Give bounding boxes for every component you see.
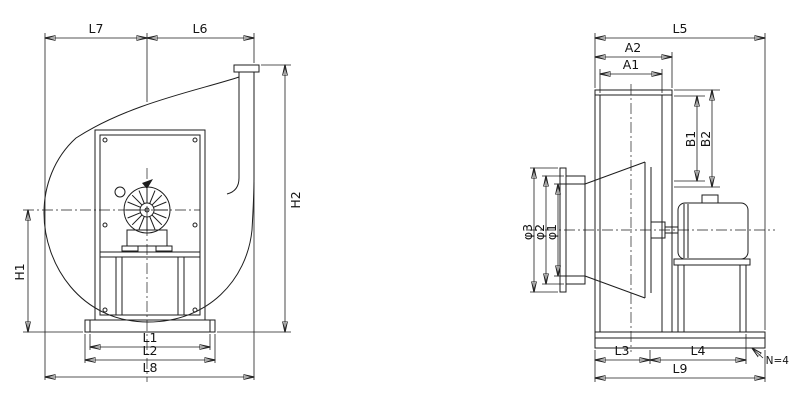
housing-side xyxy=(594,89,673,333)
grease-fitting xyxy=(114,186,126,198)
motor-frame xyxy=(94,129,206,321)
volute-casing xyxy=(43,64,260,323)
dim-label-l4: L4 xyxy=(691,343,706,358)
dim-label-b2: B2 xyxy=(698,131,713,148)
bolt-count-leader xyxy=(752,348,764,359)
terminal-box xyxy=(701,194,719,204)
dim-label-l3: L3 xyxy=(615,343,630,358)
dim-label-h1: H1 xyxy=(12,263,27,280)
dim-label-l2: L2 xyxy=(143,343,158,358)
dim-label-phi2: φ2 xyxy=(532,224,547,240)
motor-side xyxy=(673,194,751,333)
dim-label-phi3: φ3 xyxy=(520,224,535,240)
outlet-duct-left-edge xyxy=(226,72,240,195)
cone-bottom xyxy=(584,275,646,299)
dim-label-a1: A1 xyxy=(623,57,640,72)
impeller-hub xyxy=(114,179,171,234)
base-plate xyxy=(84,319,216,333)
dim-label-l9: L9 xyxy=(673,361,688,376)
dim-label-phi1: φ1 xyxy=(544,224,559,240)
cone-top xyxy=(584,161,646,185)
frame-bolt xyxy=(192,307,198,313)
base-side xyxy=(594,331,766,349)
frame-bolt xyxy=(102,307,108,313)
dim-label-l6: L6 xyxy=(193,21,208,36)
dim-label-l5: L5 xyxy=(673,21,688,36)
dim-label-b1: B1 xyxy=(683,131,698,148)
scroll-outline xyxy=(43,76,255,323)
dim-label-l7: L7 xyxy=(89,21,104,36)
frame-bolt xyxy=(102,137,108,143)
motor-feet xyxy=(673,258,751,266)
dim-label-a2: A2 xyxy=(625,40,642,55)
bolt-count-label: N=4 xyxy=(766,355,790,367)
dim-label-h2: H2 xyxy=(288,191,303,208)
dim-label-l1: L1 xyxy=(143,330,158,345)
dim-label-l8: L8 xyxy=(143,360,158,375)
outlet-flange xyxy=(233,64,260,73)
frame-bolt xyxy=(192,137,198,143)
rotation-arrow xyxy=(142,179,153,189)
frame-bolt xyxy=(102,222,108,228)
motor-pedestal xyxy=(677,264,747,333)
left-view: L7 L6 H2 H1 L1 L2 L8 xyxy=(12,21,303,382)
frame-bolt xyxy=(192,222,198,228)
right-view: L5 A2 A1 B1 B2 φ3 φ2 φ1 L3 L4 L9 N=4 xyxy=(520,21,789,382)
